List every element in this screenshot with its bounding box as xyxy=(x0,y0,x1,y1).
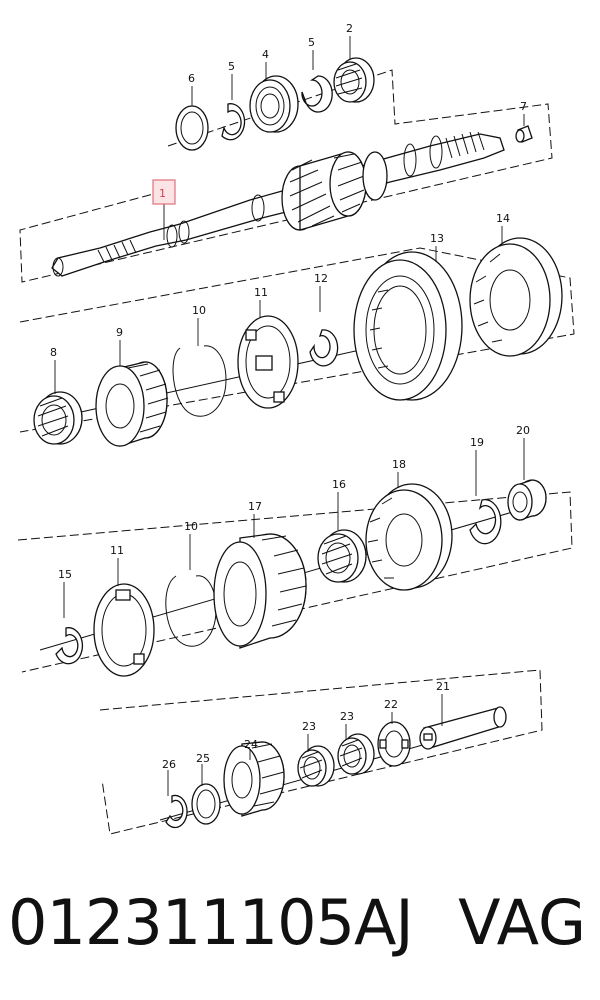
shaft-helical-gear xyxy=(281,151,388,231)
needle-bearing-part-23b[interactable] xyxy=(297,745,335,787)
label-part-8: 8 xyxy=(50,346,57,359)
part-number: 012311105AJ xyxy=(8,886,414,959)
brand-name: VAG xyxy=(458,886,586,959)
ring-part-25[interactable] xyxy=(191,783,221,825)
circlip-part-5b[interactable] xyxy=(221,103,246,141)
label-part-26: 26 xyxy=(162,758,176,771)
group-main-shaft: 2 5 4 5 6 7 1 xyxy=(19,22,553,283)
gear-part-24[interactable] xyxy=(223,741,285,817)
label-part-12: 12 xyxy=(314,272,328,285)
group-second-gear-set: 8 9 10 11 12 13 14 xyxy=(19,212,575,447)
pin-part-7[interactable] xyxy=(515,125,533,143)
bushing-part-20[interactable] xyxy=(507,479,547,521)
label-part-5-second: 5 xyxy=(228,60,235,73)
label-part-1-highlighted[interactable]: 1 xyxy=(159,187,166,200)
label-part-24: 24 xyxy=(244,738,258,751)
ball-bearing-part-4[interactable] xyxy=(249,75,299,133)
label-part-19: 19 xyxy=(470,436,484,449)
spring-ring-part-10[interactable] xyxy=(172,345,227,417)
label-part-23a: 23 xyxy=(340,710,354,723)
label-part-25: 25 xyxy=(196,752,210,765)
main-shaft-part-1[interactable] xyxy=(51,133,505,277)
label-part-21: 21 xyxy=(436,680,450,693)
label-part-14: 14 xyxy=(496,212,510,225)
circlip-part-26[interactable] xyxy=(165,794,188,829)
needle-bearing-part-8[interactable] xyxy=(33,391,83,445)
gear-part-14[interactable] xyxy=(469,237,563,357)
label-part-23b: 23 xyxy=(302,720,316,733)
label-part-10: 10 xyxy=(192,304,206,317)
circlip-part-12[interactable] xyxy=(309,329,339,367)
circlip-part-15[interactable] xyxy=(55,627,84,665)
gear-part-18[interactable] xyxy=(365,483,453,591)
synchro-ring-part-11[interactable] xyxy=(237,315,299,409)
label-part-5: 5 xyxy=(308,36,315,49)
group-third-gear-set: 15 11 10 17 16 18 19 20 xyxy=(17,424,573,677)
label-part-16: 16 xyxy=(332,478,346,491)
label-part-9: 9 xyxy=(116,326,123,339)
shim-ring-part-6[interactable] xyxy=(175,105,209,151)
gear-part-9[interactable] xyxy=(95,361,169,447)
highlight-box-part-1 xyxy=(152,179,176,205)
group-reverse-gear-set: 21 22 23 23 24 25 26 xyxy=(99,669,543,835)
needle-bearing-part-23a[interactable] xyxy=(337,733,375,775)
gear-part-17[interactable] xyxy=(213,533,307,649)
label-part-20: 20 xyxy=(516,424,530,437)
thrust-washer-part-22[interactable] xyxy=(377,721,411,767)
needle-bearing-part-16[interactable] xyxy=(317,529,367,583)
label-part-17: 17 xyxy=(248,500,262,513)
circlip-part-5[interactable] xyxy=(301,75,333,113)
label-part-6: 6 xyxy=(188,72,195,85)
label-part-13: 13 xyxy=(430,232,444,245)
shaft-part-21[interactable] xyxy=(419,706,507,750)
label-part-4: 4 xyxy=(262,48,269,61)
label-part-22: 22 xyxy=(384,698,398,711)
needle-bearing-part-2[interactable] xyxy=(333,57,375,103)
sliding-sleeve-part-13[interactable] xyxy=(353,251,463,401)
label-part-10-second: 10 xyxy=(184,520,198,533)
label-part-2: 2 xyxy=(346,22,353,35)
label-part-18: 18 xyxy=(392,458,406,471)
exploded-parts-diagram: 2 5 4 5 6 7 1 xyxy=(17,22,575,835)
footer: 012311105AJ VAG xyxy=(0,868,600,978)
circlip-part-19[interactable] xyxy=(469,499,502,545)
label-part-15: 15 xyxy=(58,568,72,581)
label-part-7: 7 xyxy=(520,100,527,113)
synchro-ring-part-11-second[interactable] xyxy=(93,583,155,677)
label-part-11: 11 xyxy=(254,286,268,299)
label-part-11-second: 11 xyxy=(110,544,124,557)
spring-ring-part-10-second[interactable] xyxy=(165,575,217,647)
